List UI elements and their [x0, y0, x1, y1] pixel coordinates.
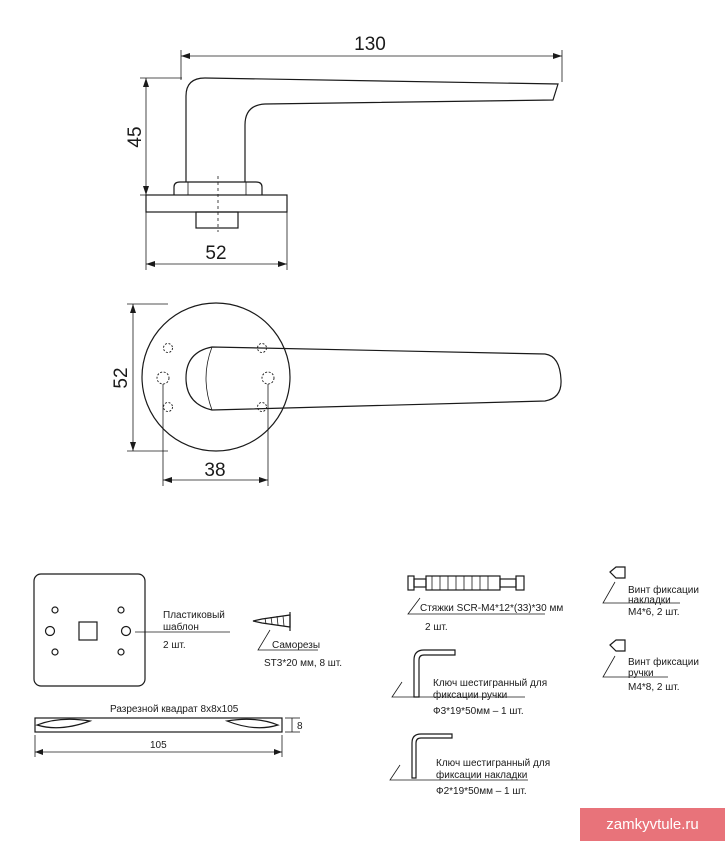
key-handle-spec: Ф3*19*50мм – 1 шт. [433, 706, 524, 717]
dim-38: 38 [162, 384, 269, 486]
screw-handle-title-2: ручки [628, 668, 654, 679]
dim-45: 45 [125, 77, 182, 196]
dim-52-front: 52 [111, 303, 168, 452]
hex-key-handle-drawing [391, 649, 525, 698]
template-title-2: шаблон [163, 621, 199, 633]
screw-plate-drawing [602, 566, 680, 604]
template-title: Пластиковый [163, 610, 225, 621]
screw-plate-title: Винт фиксации [628, 584, 699, 596]
dim-52-side-label: 52 [205, 243, 226, 264]
square-title: Разрезной квадрат 8х8х105 [110, 704, 239, 715]
screw-handle-drawing [602, 639, 668, 678]
dim-45-label: 45 [125, 126, 146, 147]
screw-plate-title-2: накладки [628, 595, 671, 606]
key-handle-title-2: фиксации ручки [433, 689, 507, 701]
hex-key-plate-drawing [389, 733, 528, 781]
template-qty: 2 шт. [163, 640, 186, 651]
ties-qty: 2 шт. [425, 622, 448, 633]
key-plate-spec: Ф2*19*50мм – 1 шт. [436, 786, 527, 797]
screw-handle-spec: М4*8, 2 шт. [628, 682, 680, 693]
dim-130: 130 [180, 34, 563, 82]
dim-52-front-label: 52 [111, 367, 132, 388]
handle-front-view [141, 302, 562, 452]
key-handle-title: Ключ шестигранный для [433, 678, 547, 689]
dim-38-label: 38 [204, 460, 225, 481]
key-plate-title: Ключ шестигранный для [436, 758, 550, 769]
plastic-template-drawing [33, 573, 230, 687]
screws-title: Саморезы [272, 640, 320, 651]
screws-spec: ST3*20 мм, 8 шт. [264, 658, 342, 669]
square-length: 105 [150, 740, 167, 751]
split-square-drawing [34, 717, 300, 757]
dim-130-label: 130 [354, 34, 386, 55]
dim-52-side: 52 [145, 212, 288, 270]
ties-drawing [407, 575, 545, 615]
watermark-logo: zamkyvtule.ru [580, 808, 725, 841]
screw-handle-title: Винт фиксации [628, 656, 699, 668]
screw-plate-spec: М4*6, 2 шт. [628, 607, 680, 618]
square-height: 8 [297, 721, 303, 732]
ties-title: Стяжки SCR-M4*12*(33)*30 мм [420, 603, 563, 614]
key-plate-title-2: фиксации накладки [436, 769, 527, 781]
handle-side-view [145, 77, 559, 232]
screw-drawing [252, 612, 318, 651]
